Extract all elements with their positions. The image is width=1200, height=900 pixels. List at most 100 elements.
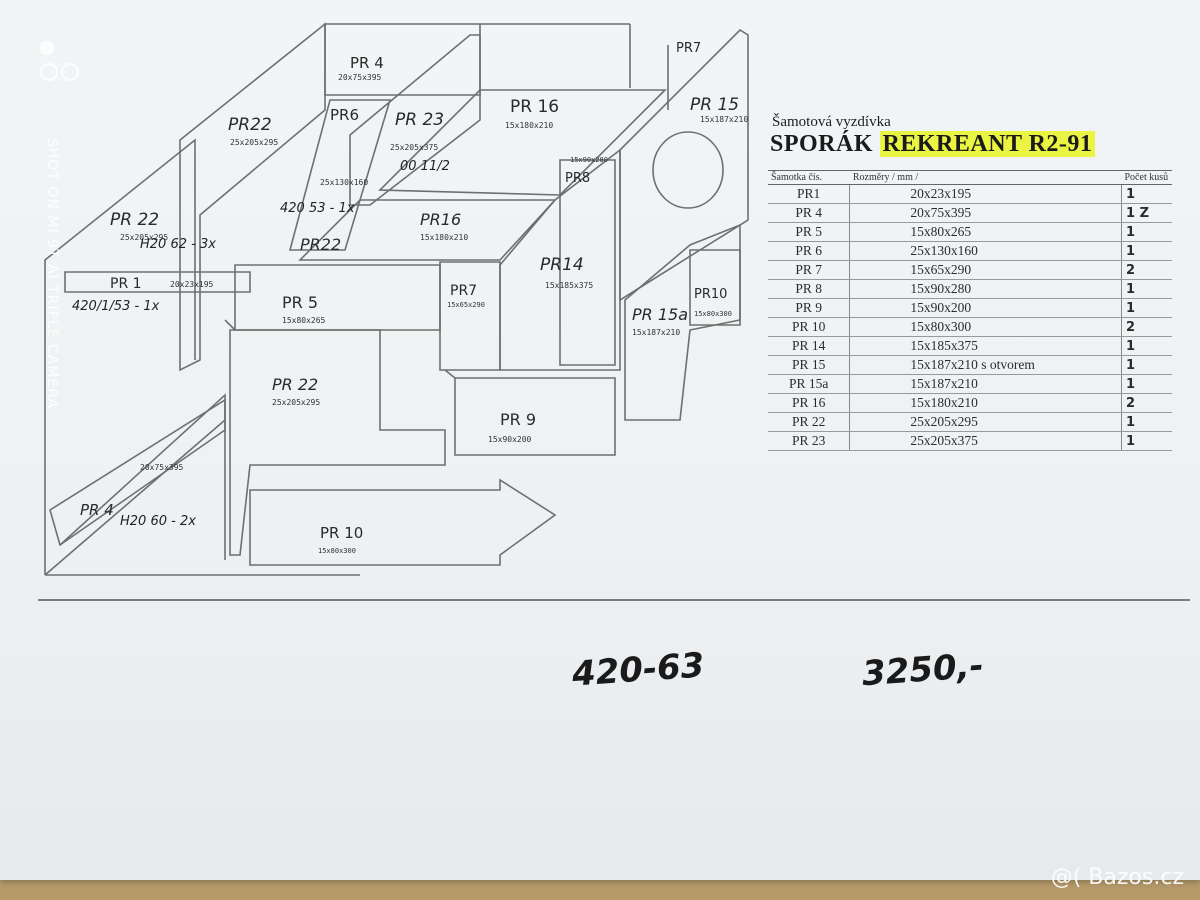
note-n1: 420/1/53 - 1x — [72, 299, 160, 314]
dim-pr8: 15x90x280 — [570, 156, 608, 164]
cell-dimensions: 15x185x375 — [849, 336, 1122, 356]
label-pr10-right: PR10 — [694, 287, 727, 302]
parts-table-block: Šamotová vyzdívka SPORÁK REKREANT R2-91 … — [768, 108, 1172, 451]
label-pr22-front: PR 22 — [272, 375, 318, 394]
cell-part-number: PR 16 — [768, 393, 850, 413]
label-pr4-top: PR 4 — [350, 54, 384, 72]
dim-pr22-left: 25x205x295 — [120, 233, 168, 242]
label-pr10-bottom: PR 10 — [320, 524, 363, 542]
label-pr9: PR 9 — [500, 410, 536, 429]
cell-count: 1 — [1121, 412, 1172, 432]
parts-table: Šamotka čís. Rozměry / mm / Počet kusů P… — [768, 170, 1172, 451]
dim-pr16-top: 15x180x210 — [505, 121, 553, 130]
label-pr7-top: PR7 — [676, 41, 701, 56]
cell-part-number: PR 14 — [768, 336, 850, 356]
dim-pr4-bottom: 20x75x395 — [140, 463, 184, 472]
camera-model: SHOT ON MI 9T — [44, 138, 60, 259]
cell-dimensions: 25x205x295 — [849, 412, 1122, 432]
dim-pr1: 20x23x195 — [170, 280, 214, 289]
cell-count: 1 — [1121, 184, 1172, 204]
cell-count: 1 — [1121, 431, 1172, 451]
cell-part-number: PR 9 — [768, 298, 850, 318]
document-subtitle: Šamotová vyzdívka — [772, 114, 891, 130]
header-count: Počet kusů — [1121, 170, 1172, 185]
cell-part-number: PR 23 — [768, 431, 850, 451]
cell-part-number: PR 8 — [768, 279, 850, 299]
label-pr6: PR6 — [330, 106, 359, 124]
label-pr7-mid: PR7 — [450, 283, 477, 299]
cell-dimensions: 15x180x210 — [849, 393, 1122, 413]
camera-watermark — [40, 40, 80, 85]
cell-count: 1 — [1121, 336, 1172, 356]
cell-dimensions: 15x90x200 — [849, 298, 1122, 318]
dim-pr5: 15x80x265 — [282, 316, 326, 325]
dim-pr9: 15x90x200 — [488, 435, 532, 444]
cell-dimensions: 15x187x210 s otvorem — [849, 355, 1122, 375]
cell-dimensions: 15x187x210 — [849, 374, 1122, 394]
dim-pr22-back: 25x205x295 — [230, 138, 278, 147]
label-pr23: PR 23 — [395, 110, 444, 130]
cell-dimensions: 25x205x375 — [849, 431, 1122, 451]
cell-part-number: PR1 — [768, 184, 850, 204]
cell-part-number: PR 22 — [768, 412, 850, 432]
dim-pr10-right: 15x80x300 — [694, 310, 732, 318]
cell-count: 1 — [1121, 298, 1172, 318]
camera-watermark-text: SHOT ON MI 9T AI TRIPLE CAMERA — [44, 138, 60, 409]
label-pr14: PR14 — [540, 255, 584, 275]
label-pr22-mid: PR22 — [300, 235, 341, 254]
header-dimensions: Rozměry / mm / — [849, 170, 1122, 185]
cell-count: 1 — [1121, 241, 1172, 261]
note-n5: 00 11/2 — [400, 159, 450, 174]
cell-dimensions: 20x23x195 — [849, 184, 1122, 204]
cell-count: 2 — [1121, 317, 1172, 337]
cell-part-number: PR 7 — [768, 260, 850, 280]
cell-dimensions: 25x130x160 — [849, 241, 1122, 261]
label-pr16-top: PR 16 — [510, 97, 559, 117]
label-pr4-bottom: PR 4 — [80, 501, 114, 519]
cell-count: 1 — [1121, 374, 1172, 394]
cell-dimensions: 20x75x395 — [849, 203, 1122, 223]
handwritten-price: 3250,- — [860, 645, 985, 695]
camera-line-2: AI TRIPLE CAMERA — [44, 263, 60, 410]
note-n4: H20 60 - 2x — [120, 514, 196, 529]
cell-part-number: PR 15 — [768, 355, 850, 375]
label-pr22-left: PR 22 — [110, 210, 159, 230]
cell-count: 1 — [1121, 222, 1172, 242]
cell-part-number: PR 5 — [768, 222, 850, 242]
label-pr8: PR8 — [565, 171, 590, 186]
note-n2: H20 62 - 3x — [140, 237, 216, 252]
title-highlight: REKREANT R2-91 — [879, 131, 1096, 157]
cell-part-number: PR 4 — [768, 203, 850, 223]
dim-pr23: 25x205x375 — [390, 143, 438, 152]
cell-part-number: PR 6 — [768, 241, 850, 261]
cell-part-number: PR 10 — [768, 317, 850, 337]
dim-pr22-front: 25x205x295 — [272, 398, 320, 407]
document-title: SPORÁK REKREANT R2-91 — [770, 131, 1172, 158]
cell-part-number: PR 15a — [768, 374, 850, 394]
label-pr5: PR 5 — [282, 293, 318, 312]
label-pr1: PR 1 — [110, 276, 142, 292]
cell-count: 1 — [1121, 279, 1172, 299]
header-part-number: Šamotka čís. — [768, 170, 850, 185]
cell-dimensions: 15x90x280 — [849, 279, 1122, 299]
cell-dimensions: 15x80x300 — [849, 317, 1122, 337]
cell-dimensions: 15x65x290 — [849, 260, 1122, 280]
title-plain: SPORÁK — [770, 131, 880, 157]
dim-pr14: 15x185x375 — [545, 281, 593, 290]
label-pr15a: PR 15a — [632, 305, 688, 324]
site-watermark: @( Bazos.cz — [1050, 865, 1184, 890]
dim-pr15a: 15x187x210 — [632, 328, 680, 337]
